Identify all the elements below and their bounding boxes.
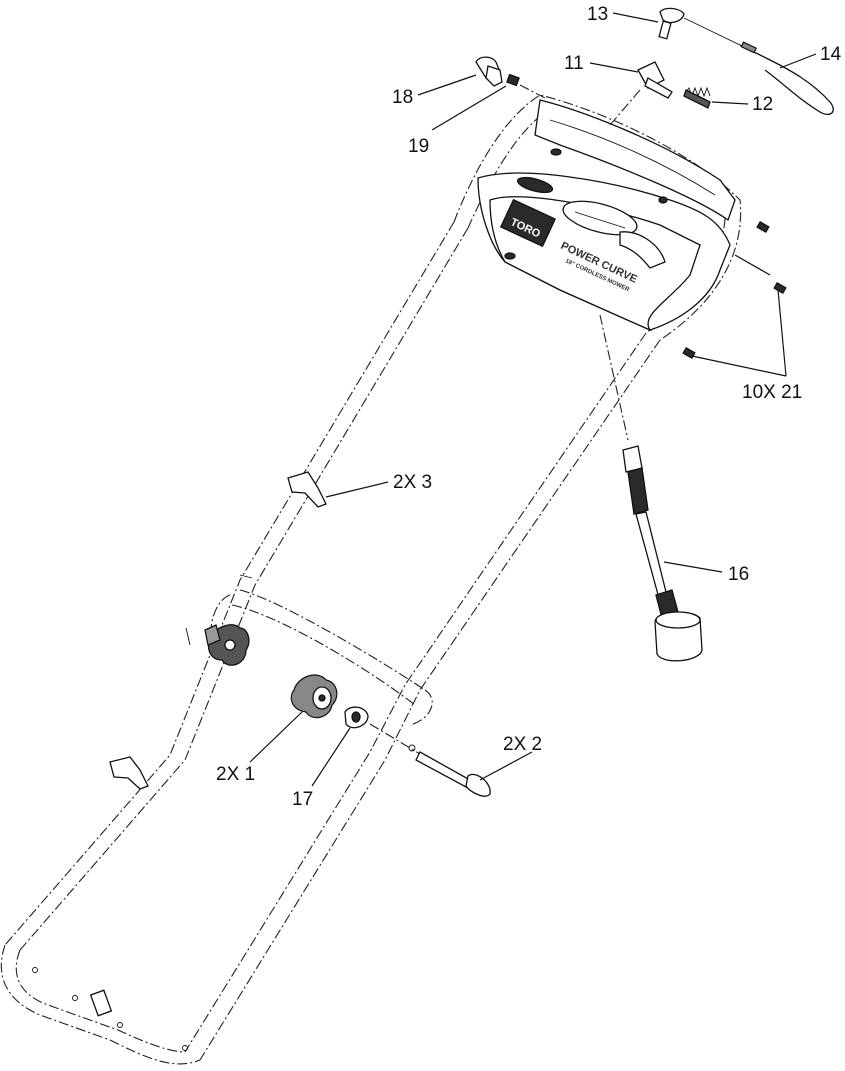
part-17-washer-icon (344, 706, 369, 729)
callout-2x2: 2X 2 (503, 734, 542, 755)
screw-21-icon (773, 282, 787, 294)
callout-2x1: 2X 1 (216, 764, 255, 785)
part-16-cable-icon (599, 314, 703, 662)
handle-frame (0, 94, 742, 1065)
part-13-key-icon (658, 7, 741, 46)
callout-2x3: 2X 3 (393, 472, 432, 493)
callout-11: 11 (564, 53, 584, 74)
screw-21-icon (756, 221, 770, 233)
callout-labels: 13 14 11 12 18 19 10X 21 2X 3 16 2X 1 17… (216, 4, 842, 810)
callout-14: 14 (820, 44, 842, 65)
callout-17: 17 (292, 789, 313, 810)
callout-13: 13 (587, 4, 608, 25)
part-12-spring-icon (683, 86, 711, 109)
part-2-bolt-icon (369, 723, 491, 797)
part-11-switch-icon (609, 61, 673, 126)
screw-21-icon (682, 347, 696, 359)
part-19-spring-icon (506, 73, 546, 99)
callout-19: 19 (408, 136, 429, 157)
callout-18: 18 (392, 87, 413, 108)
leader-lines (249, 12, 817, 787)
part-18-cap-icon (475, 56, 503, 87)
callout-12: 12 (752, 94, 773, 115)
part-14-lanyard-icon (739, 41, 834, 116)
part-1-knob-left-icon (204, 624, 250, 666)
control-console: TORO POWER CURVE 18" CORDLESS MOWER (477, 99, 736, 332)
callout-16: 16 (728, 564, 749, 585)
part-1-knob-center-icon (290, 674, 338, 719)
screw-21-group (682, 221, 787, 359)
callout-10x21: 10X 21 (742, 382, 802, 403)
